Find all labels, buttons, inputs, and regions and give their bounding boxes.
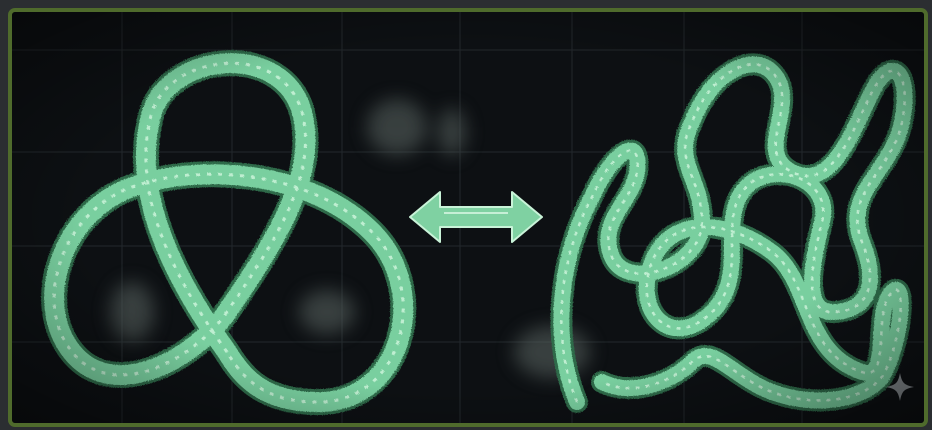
vignette-overlay: [12, 12, 924, 423]
chalkboard: [8, 8, 928, 427]
chalkboard-illustration: [12, 12, 924, 423]
